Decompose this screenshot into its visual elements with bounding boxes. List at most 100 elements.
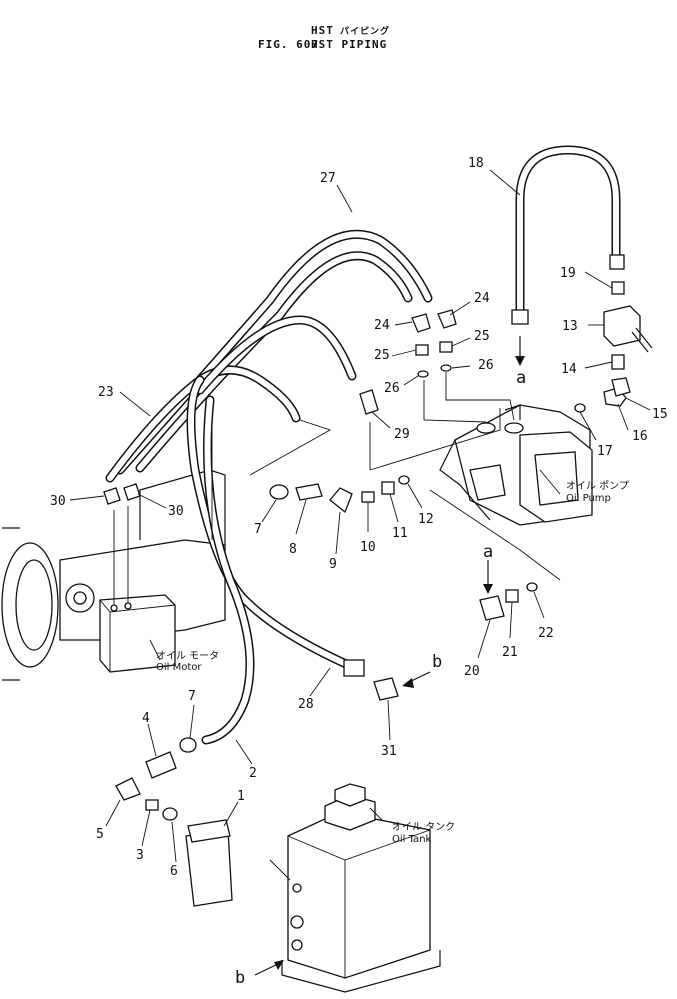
pump-port-right	[504, 422, 524, 434]
oring-12	[398, 475, 410, 485]
fitting-18-end	[609, 254, 625, 270]
adapter-25b	[439, 341, 453, 353]
oil-pump-assembly	[439, 404, 593, 526]
elbow-31	[373, 677, 399, 701]
fitting-18-lower-end	[511, 309, 529, 325]
callout-numbers: 18 27 19 24 13 24 25 25 26 14 26 23 15 1…	[50, 156, 668, 879]
callout-1: 1	[237, 789, 245, 804]
adapter-25a	[415, 344, 429, 356]
callout-3: 3	[136, 848, 144, 863]
leader-12	[407, 483, 423, 509]
elbow-20	[479, 595, 505, 621]
leader-26b	[451, 365, 471, 369]
arrow-a-top-head	[515, 356, 525, 366]
callout-19: 19	[560, 266, 576, 281]
leader-5	[105, 799, 121, 827]
pump-top-ridge	[504, 404, 521, 420]
callout-29: 29	[394, 427, 410, 442]
connector-markers	[254, 336, 525, 976]
callout-12: 12	[418, 512, 434, 527]
arrow-a-bottom-head	[483, 584, 493, 594]
tank-port-1	[292, 883, 302, 893]
leader-pump-label	[539, 469, 561, 495]
leader-1	[223, 801, 239, 827]
callout-28: 28	[298, 697, 314, 712]
title-line1-jp: パイピング	[340, 25, 390, 37]
callout-15: 15	[652, 407, 668, 422]
callout-27: 27	[320, 171, 336, 186]
connector-a-top: a	[516, 368, 526, 388]
callout-22: 22	[538, 626, 554, 641]
leader-15	[625, 397, 651, 411]
leader-16	[617, 403, 629, 431]
oring-22	[526, 582, 538, 592]
leader-24a	[394, 321, 413, 326]
callout-11: 11	[392, 526, 408, 541]
leader-7b	[189, 704, 195, 739]
leader-9	[335, 511, 341, 555]
callout-13: 13	[562, 319, 578, 334]
valve-13-lever	[631, 327, 653, 353]
strainer-1-head	[187, 819, 231, 843]
leader-2	[235, 739, 253, 765]
adapter-19	[611, 281, 625, 295]
leader-31	[387, 699, 391, 741]
arrow-b-bottom-head	[274, 960, 284, 970]
adapter-21	[505, 589, 519, 603]
callout-9: 9	[329, 557, 337, 572]
oring-17	[574, 403, 586, 413]
motor-port-a	[110, 604, 118, 612]
guide-left-bracket	[249, 419, 332, 476]
oil-motor-label-jp: オイル モータ	[156, 650, 219, 662]
tank-port-2	[290, 915, 304, 929]
leader-8	[295, 499, 307, 535]
elbow-30b	[123, 483, 141, 501]
connector-b-top: b	[432, 652, 442, 672]
leader-19	[584, 271, 613, 289]
leader-tank-label	[369, 807, 383, 821]
tank-port-3	[291, 939, 303, 951]
oil-tank-label-en: Oil Tank	[392, 834, 432, 845]
callout-4: 4	[142, 711, 150, 726]
figure-title: HST パイピング FIG. 607 HST PIPING	[258, 24, 390, 51]
oil-motor-block-edges	[99, 599, 176, 672]
guide-upper-ports	[423, 372, 515, 423]
callout-30a: 30	[50, 494, 66, 509]
fitting-28-end	[343, 659, 365, 677]
title-line2-name: HST PIPING	[311, 38, 387, 51]
adapter-10	[361, 491, 375, 503]
pump-port-left	[476, 422, 496, 434]
connector-a-bottom: a	[483, 542, 493, 562]
leader-23	[119, 391, 151, 417]
leader-25a	[391, 349, 417, 357]
leader-22	[533, 591, 545, 619]
callout-8: 8	[289, 542, 297, 557]
oring-26a	[417, 370, 429, 378]
elbow-24a	[411, 313, 431, 333]
arrow-b-top-head	[402, 678, 414, 688]
guide-lower-pump	[429, 489, 561, 581]
callout-30b: 30	[168, 504, 184, 519]
oil-tank-base	[281, 950, 441, 993]
leader-motor-label	[149, 639, 161, 661]
oil-pump-mount	[439, 439, 491, 521]
oil-tank-edges	[287, 829, 431, 978]
leader-6	[171, 821, 177, 863]
leader-30a	[69, 495, 105, 501]
title-line2-prefix: FIG. 607	[258, 38, 319, 51]
callout-5: 5	[96, 827, 104, 842]
oil-pump-side-block	[469, 464, 506, 501]
leader-18	[489, 169, 521, 196]
leader-24b	[449, 301, 471, 316]
motor-port-b	[124, 602, 132, 610]
guide-pump-ports	[369, 408, 501, 471]
leader-17	[579, 411, 597, 441]
elbow-30a	[103, 487, 121, 505]
valve-13	[603, 305, 641, 347]
oil-tank-assembly	[281, 783, 441, 993]
leader-11	[389, 493, 399, 523]
motor-wheel-inner	[15, 559, 53, 651]
hoses	[105, 145, 621, 745]
